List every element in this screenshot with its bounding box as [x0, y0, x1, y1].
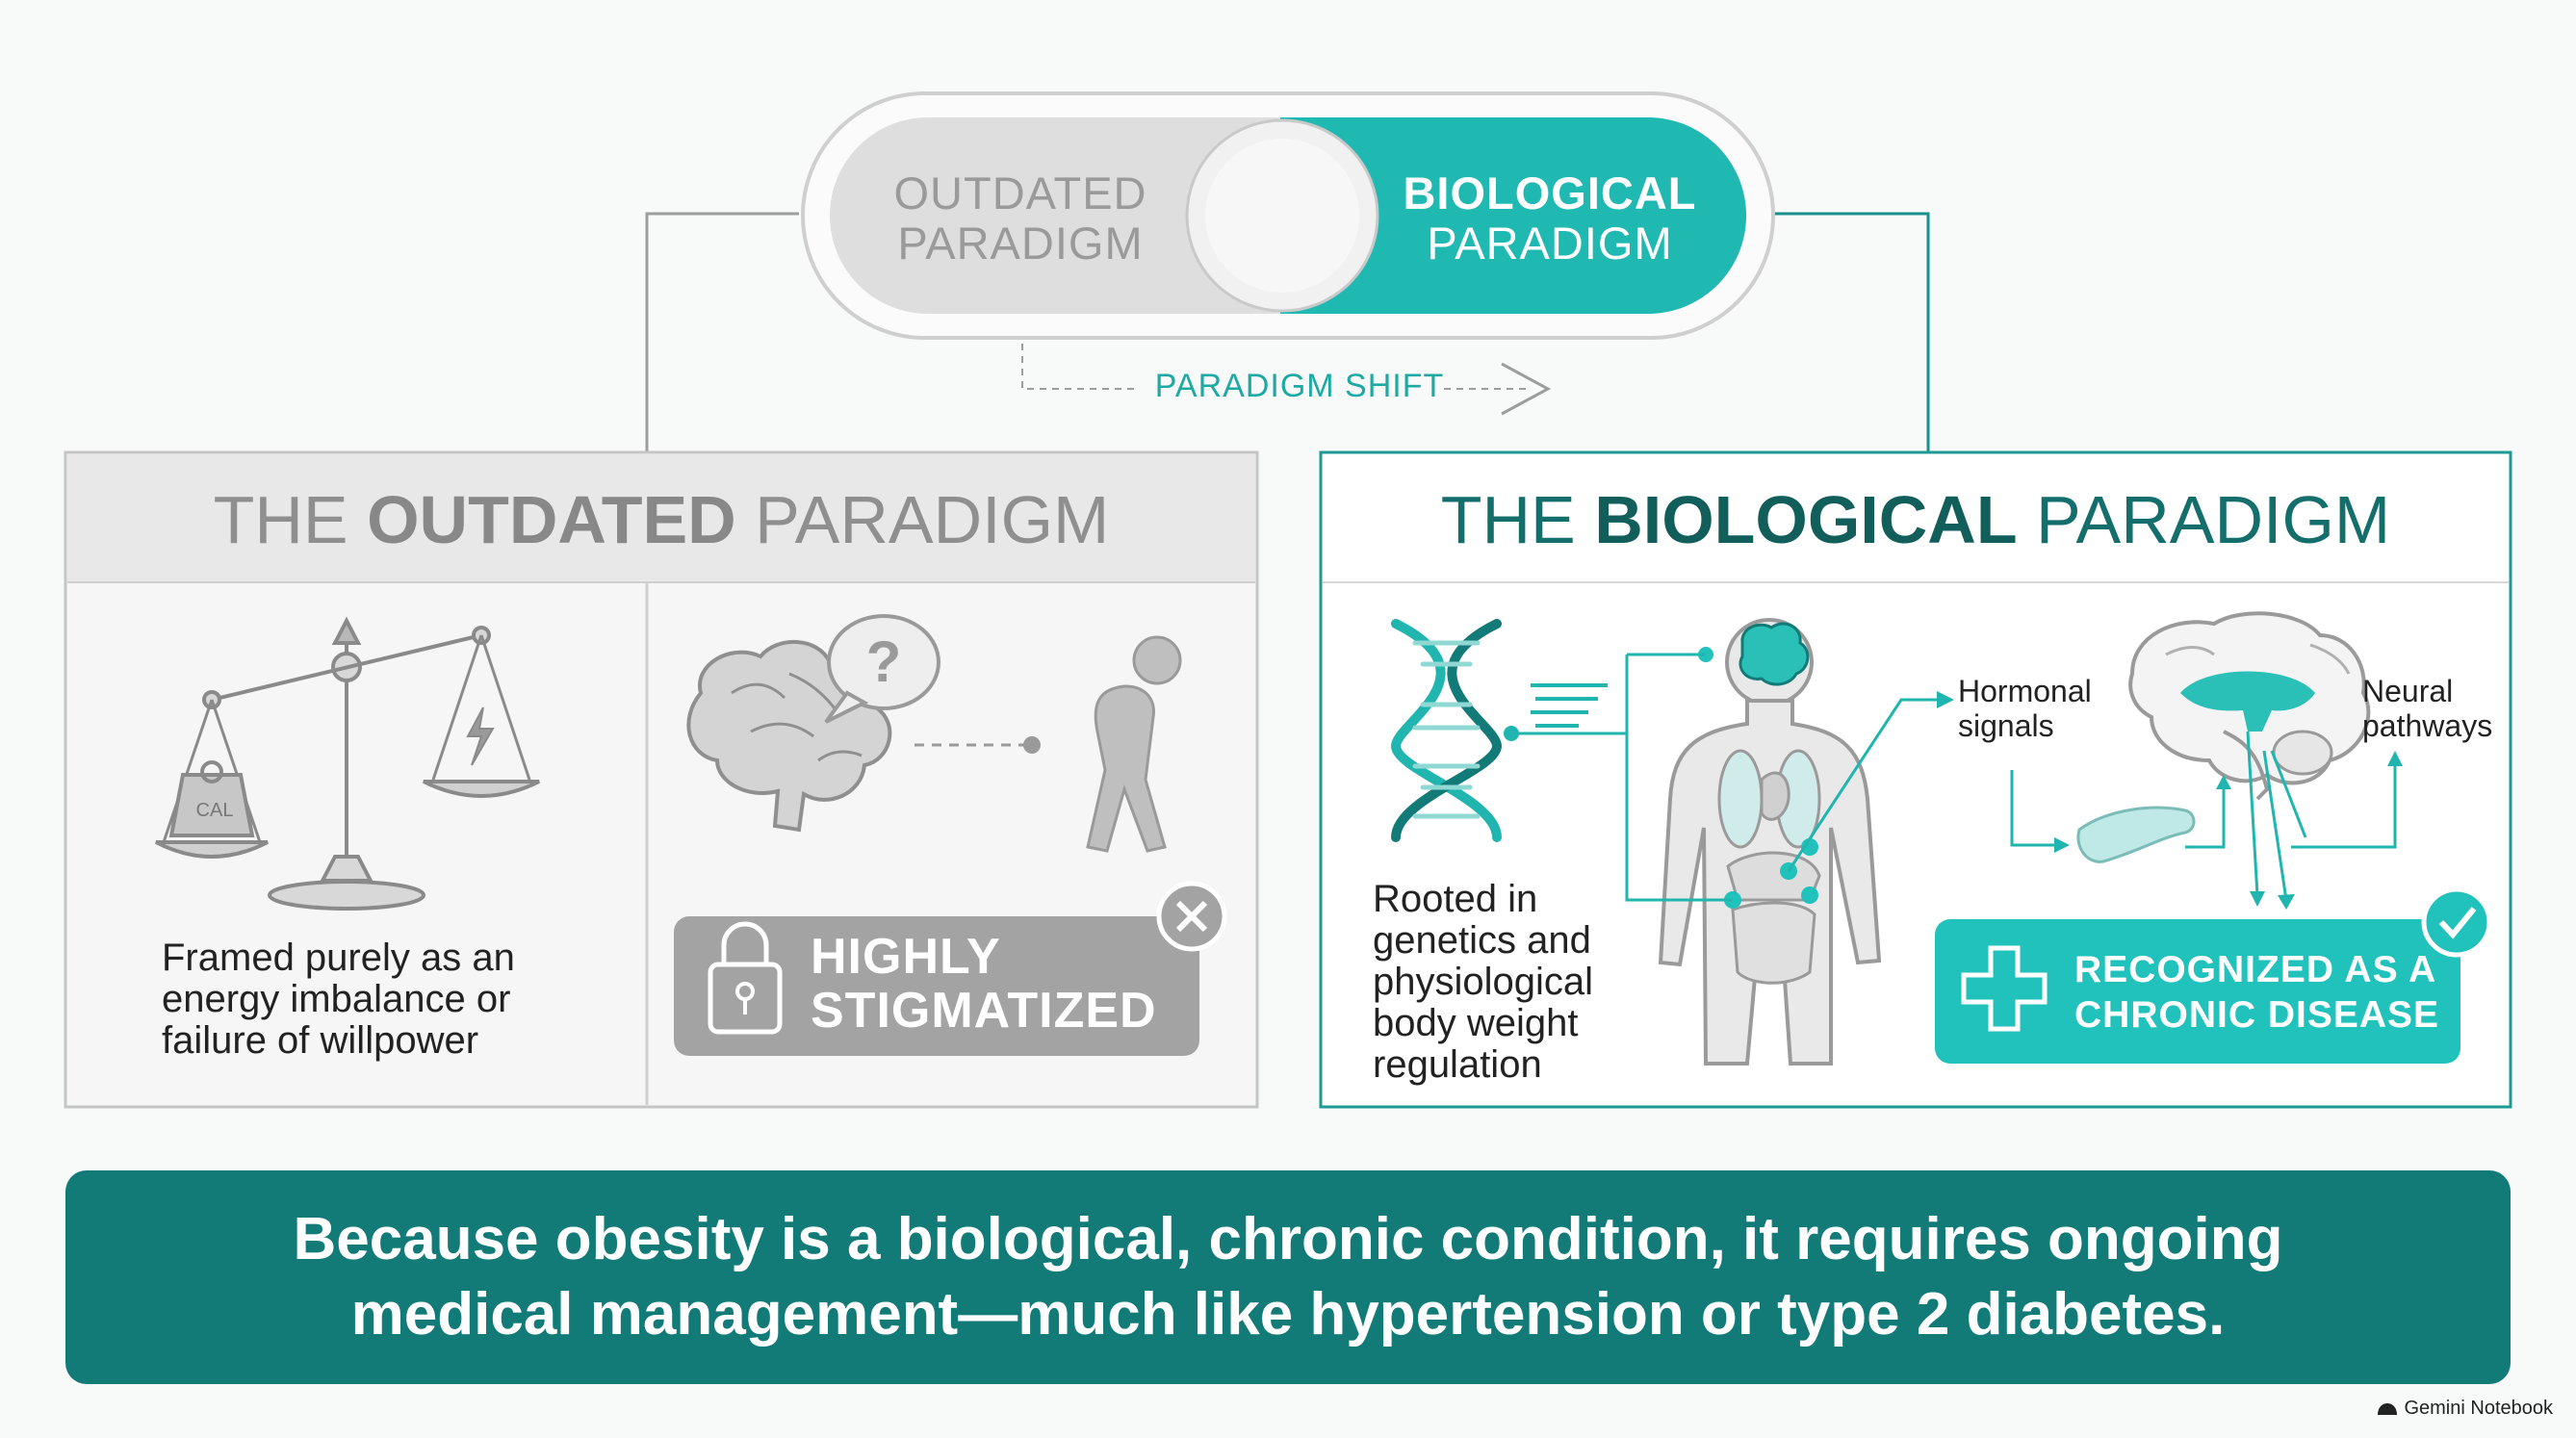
arrowhead	[1501, 362, 1552, 416]
chronic-line2: CHRONIC DISEASE	[2074, 994, 2440, 1036]
cal-weight-label: CAL	[196, 800, 234, 821]
medical-cross-icon	[1961, 945, 2048, 1032]
organs-icon	[1717, 749, 1821, 985]
brain-cross-section-icon	[2128, 611, 2371, 801]
data-lines-icon	[1531, 683, 1608, 728]
right-title-bold: BIOLOGICAL	[1594, 482, 2018, 557]
stigma-line2: STIGMATIZED	[811, 983, 1157, 1039]
conclusion-banner	[65, 1170, 2511, 1384]
stigmatized-badge	[674, 916, 1199, 1056]
right-title-suffix: PARADIGM	[2017, 482, 2391, 557]
hormonal-signals-label: Hormonal signals	[1958, 674, 2092, 743]
outdated-panel	[64, 450, 1259, 1109]
brand-logo-icon	[2378, 1402, 2398, 1415]
check-icon	[2421, 886, 2492, 958]
left-title-prefix: THE	[213, 482, 368, 557]
toggle-outdated-label[interactable]: OUTDATED PARADIGM	[866, 168, 1174, 269]
hormonal-arrowhead	[1937, 691, 1954, 708]
toggle-right-line2: PARADIGM	[1427, 218, 1673, 269]
stigma-line1: HIGHLY	[811, 929, 1001, 985]
right-title-prefix: THE	[1440, 482, 1595, 557]
chronic-line1: RECOGNIZED AS A	[2074, 949, 2437, 990]
chronic-badge-text: RECOGNIZED AS A CHRONIC DISEASE	[2074, 947, 2439, 1038]
conclusion-line1: Because obesity is a biological, chronic…	[293, 1206, 2283, 1272]
biological-panel-title: THE BIOLOGICAL PARADIGM	[1321, 481, 2511, 558]
footer-brand-text: Gemini Notebook	[2404, 1398, 2553, 1419]
stigmatized-badge-text: HIGHLY STIGMATIZED	[811, 930, 1157, 1038]
footer-brand: Gemini Notebook	[2377, 1398, 2553, 1420]
brain-mini-icon	[1739, 622, 1810, 686]
left-title-suffix: PARADIGM	[735, 482, 1110, 557]
balance-scale-icon	[155, 616, 540, 911]
biological-caption: Rooted in genetics and physiological bod…	[1373, 878, 1594, 1086]
toggle-right-line1: BIOLOGICAL	[1403, 167, 1697, 218]
body-connectors	[1625, 653, 1945, 902]
close-x-icon	[1156, 881, 1227, 952]
outdated-caption: Framed purely as an energy imbalance or …	[162, 937, 515, 1062]
question-bubble-icon: ?	[824, 614, 940, 724]
svg-text:?: ?	[866, 629, 902, 694]
left-title-bold: OUTDATED	[367, 482, 736, 557]
paradigm-shift-label: PARADIGM SHIFT	[1154, 368, 1445, 404]
neural-pathways-label: Neural pathways	[2362, 674, 2493, 743]
slumped-person-icon	[1086, 635, 1182, 853]
conclusion-text: Because obesity is a biological, chronic…	[65, 1170, 2511, 1384]
chronic-disease-badge	[1935, 919, 2460, 1064]
lock-icon	[708, 962, 783, 1035]
arrowheads	[2054, 751, 2403, 910]
pancreas-icon	[2076, 806, 2196, 863]
right-connector-line	[1774, 212, 1930, 452]
conclusion-line2: medical management—much like hypertensio…	[350, 1281, 2226, 1348]
dna-helix-icon	[1390, 619, 1503, 842]
toggle-left-line1: OUTDATED	[893, 167, 1147, 218]
paradigm-toggle	[801, 91, 1775, 340]
paradigm-shift-arrow	[1021, 344, 1531, 390]
toggle-biological-label[interactable]: BIOLOGICAL PARADIGM	[1386, 168, 1713, 269]
hormonal-neural-arrows	[2010, 731, 2397, 901]
left-connector-line	[645, 212, 799, 452]
toggle-left-line2: PARADIGM	[897, 218, 1144, 269]
outdated-panel-title: THE OUTDATED PARADIGM	[65, 481, 1257, 558]
